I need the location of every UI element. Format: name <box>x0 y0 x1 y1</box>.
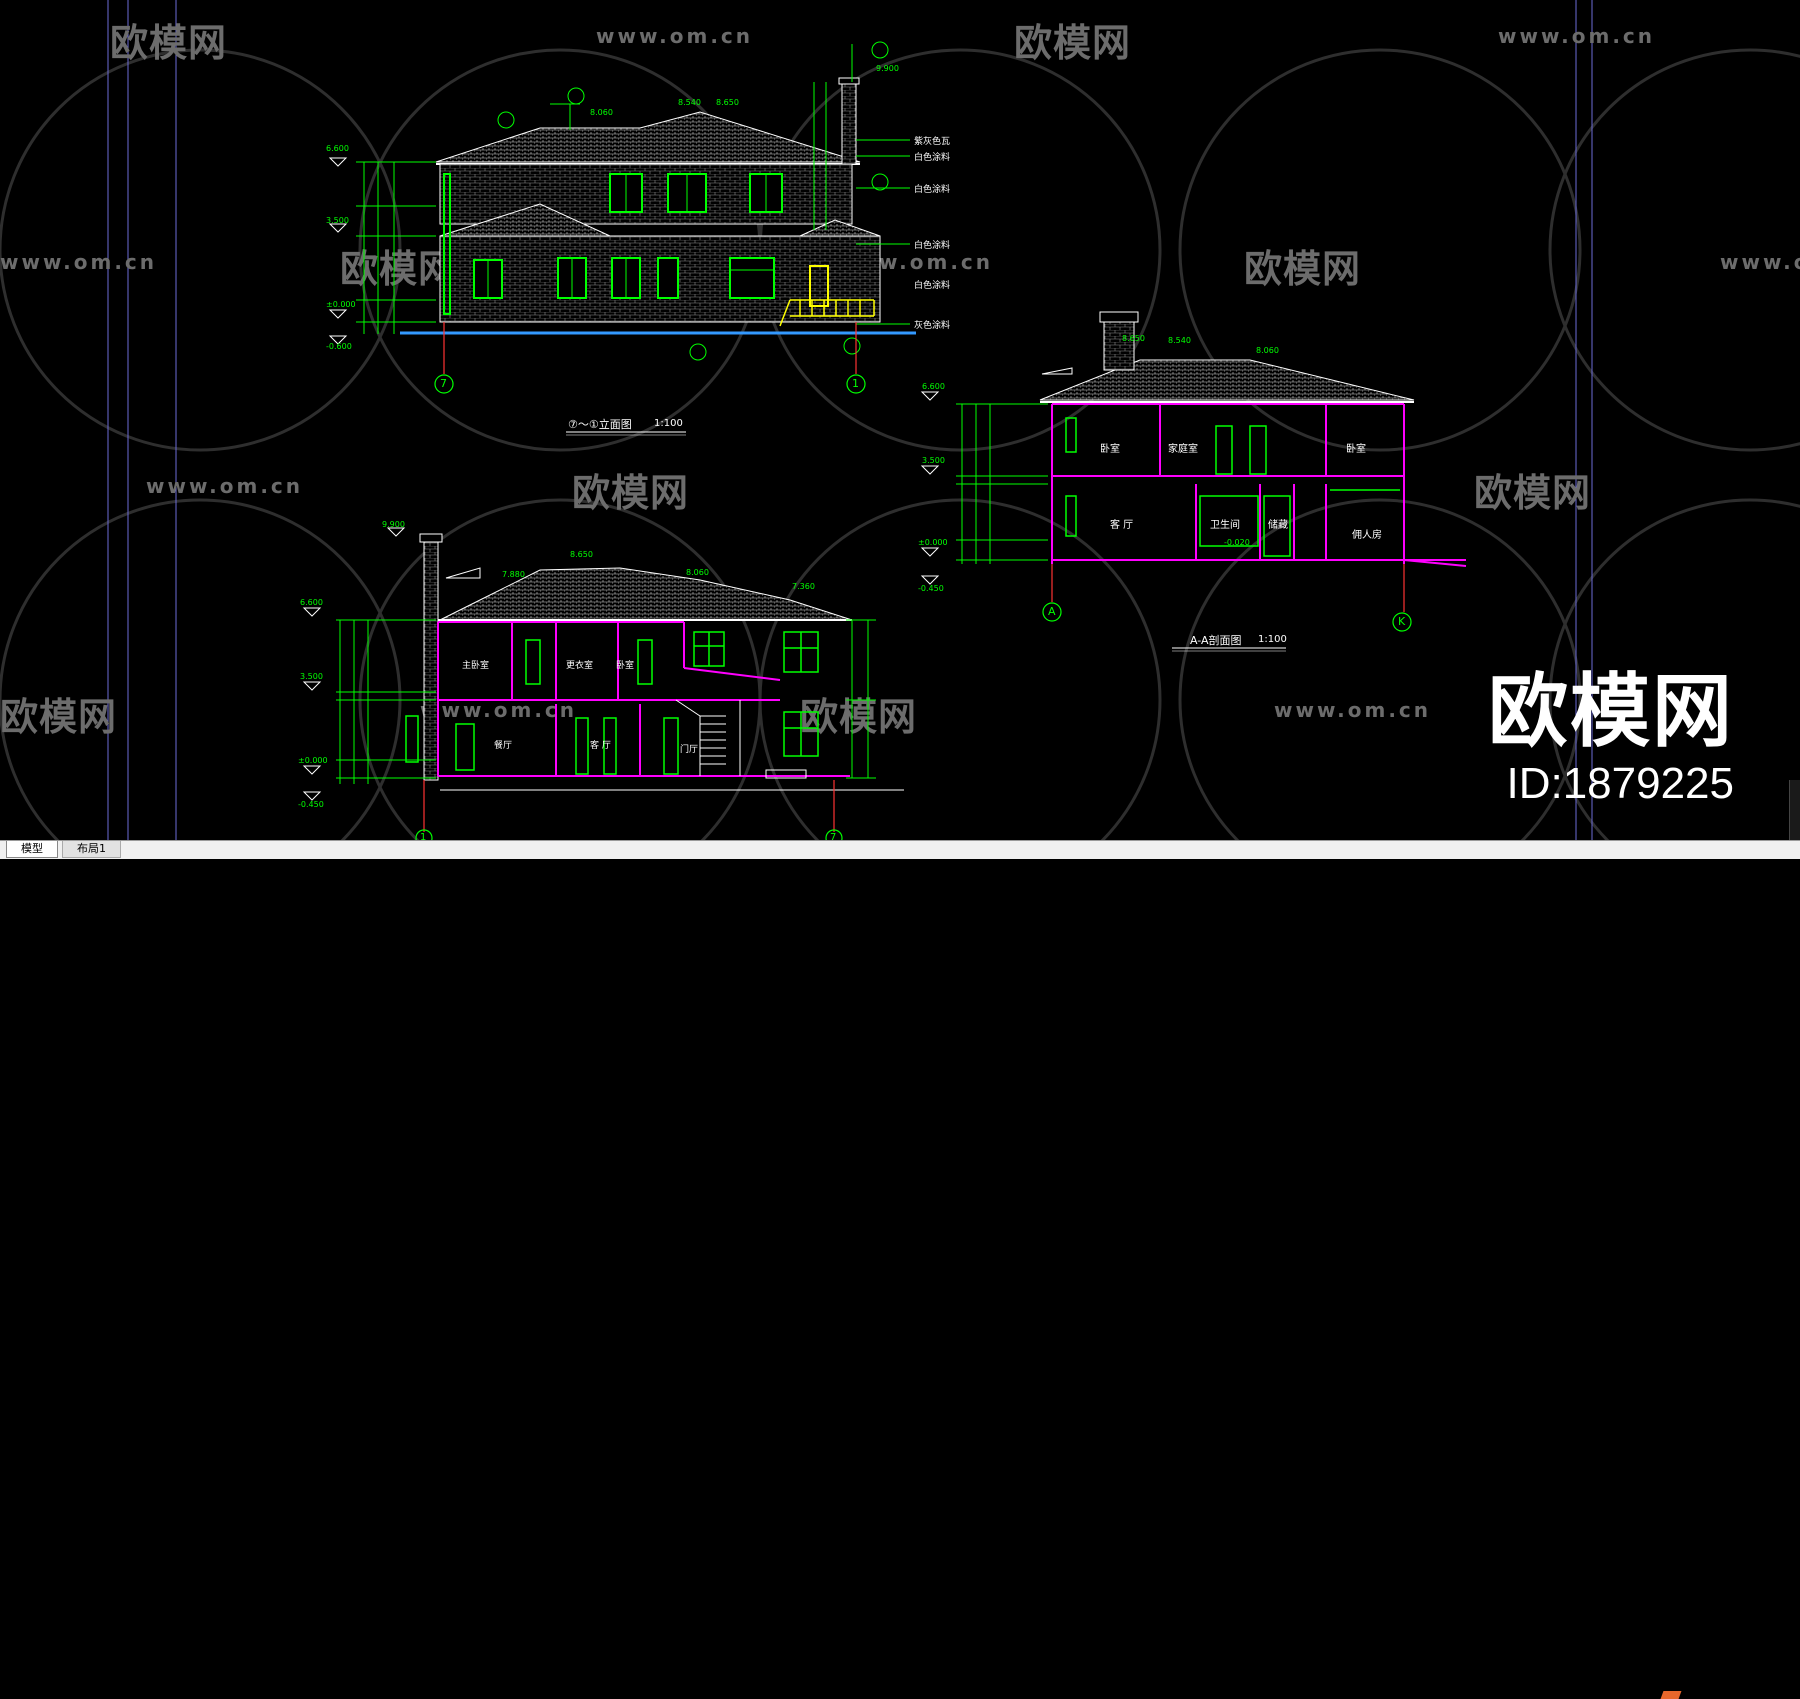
brand-watermark: 欧模网 <box>1488 667 1734 756</box>
level-label: 6.600 <box>922 382 945 391</box>
watermark-logo: 欧模网 <box>0 695 118 739</box>
watermark-logo: 欧模网 <box>340 247 458 291</box>
level-label: ±0.000 <box>298 756 328 765</box>
vertical-scrollbar[interactable] <box>1789 780 1800 840</box>
status-indicator <box>1660 1691 1682 1699</box>
watermark-logo: 欧模网 <box>800 695 918 739</box>
axis-label: 1 <box>852 377 859 390</box>
material-note: 灰色涂料 <box>914 321 951 331</box>
room-label: 餐厅 <box>494 741 513 751</box>
room-label: 主卧室 <box>462 661 490 671</box>
level-label: ±0.000 <box>918 538 948 547</box>
roof-level-label: 8.060 <box>1256 346 1279 355</box>
axis-label: K <box>1398 615 1406 628</box>
drawing-scale: 1:100 <box>654 418 683 429</box>
room-label: 卧室 <box>616 661 635 671</box>
watermark-url: www.om.cn <box>596 24 754 48</box>
room-label: 储藏 <box>1268 520 1288 531</box>
watermark-url: www.om.cn <box>420 698 578 722</box>
watermark-url: www.om.cn <box>1274 698 1432 722</box>
room-label: 更衣室 <box>566 661 594 671</box>
room-label: 客 厅 <box>590 741 611 751</box>
material-note: 紫灰色瓦 <box>914 137 951 147</box>
axis-label: 7 <box>440 377 447 390</box>
watermark-url: www.om.cn <box>0 250 158 274</box>
watermark-url: www.om.cn <box>146 474 304 498</box>
watermark-logo: 欧模网 <box>110 21 228 65</box>
drawing-scale: 1:100 <box>1258 634 1287 645</box>
tab-layout1[interactable]: 布局1 <box>62 841 121 858</box>
room-label: 家庭室 <box>1168 444 1198 455</box>
material-note: 白色涂料 <box>914 281 951 291</box>
room-label: 卧室 <box>1100 444 1120 455</box>
side-section-drawing[interactable] <box>0 0 1800 840</box>
level-label: 6.600 <box>326 144 349 153</box>
level-label: 3.500 <box>922 456 945 465</box>
section-aa-drawing[interactable] <box>0 0 1800 840</box>
material-note: 白色涂料 <box>914 185 951 195</box>
room-label: 门厅 <box>680 745 699 755</box>
roof-level-label: 8.060 <box>590 108 613 117</box>
roof-level-label: 7.880 <box>502 570 525 579</box>
drawing-title: ⑦～①立面图 <box>568 418 632 431</box>
front-elevation-drawing[interactable] <box>0 0 1800 840</box>
watermark-logo: 欧模网 <box>1244 247 1362 291</box>
background-watermark-layer <box>0 0 1800 840</box>
roof-level-label: 9.900 <box>382 520 405 529</box>
roof-level-label: 8.650 <box>716 98 739 107</box>
roof-level-label: 7.360 <box>792 582 815 591</box>
roof-level-label: 8.650 <box>570 550 593 559</box>
level-label: -0.600 <box>326 342 352 351</box>
level-label: 3.500 <box>326 216 349 225</box>
roof-level-label: 9.900 <box>876 64 899 73</box>
tab-model[interactable]: 模型 <box>6 841 58 858</box>
level-label: -0.450 <box>918 584 944 593</box>
room-label: 卧室 <box>1346 444 1366 455</box>
roof-level-label: 8.060 <box>686 568 709 577</box>
room-label: 卫生间 <box>1210 520 1240 531</box>
axis-label: 7 <box>830 832 837 840</box>
watermark-url: www.om.cn <box>1720 250 1800 274</box>
cad-model-space[interactable]: 欧模网 www.om.cn 欧模网 www.om.cn www.om.cn 欧模… <box>0 0 1800 840</box>
drawing-title: A-A剖面图 <box>1190 634 1242 647</box>
level-label: ±0.000 <box>326 300 356 309</box>
axis-label: A <box>1048 605 1056 618</box>
watermark-url: www.om.cn <box>1498 24 1656 48</box>
material-note: 白色涂料 <box>914 241 951 251</box>
roof-level-label: 8.540 <box>678 98 701 107</box>
brand-id-watermark: ID:1879225 <box>1506 759 1734 808</box>
watermark-logo: 欧模网 <box>1474 471 1592 515</box>
level-label: 3.500 <box>300 672 323 681</box>
watermark-logo: 欧模网 <box>572 471 690 515</box>
room-label: 客 厅 <box>1110 520 1134 531</box>
material-note: 白色涂料 <box>914 153 951 163</box>
layout-tab-bar: 模型 布局1 <box>0 840 1800 1699</box>
room-label: 佣人房 <box>1352 530 1382 541</box>
level-label: 6.600 <box>300 598 323 607</box>
roof-level-label: 8.650 <box>1122 334 1145 343</box>
floor-level-label: -0.020 <box>1224 538 1250 547</box>
roof-level-label: 8.540 <box>1168 336 1191 345</box>
level-label: -0.450 <box>298 800 324 809</box>
watermark-logo: 欧模网 <box>1014 21 1132 65</box>
axis-label: 1 <box>420 832 427 840</box>
